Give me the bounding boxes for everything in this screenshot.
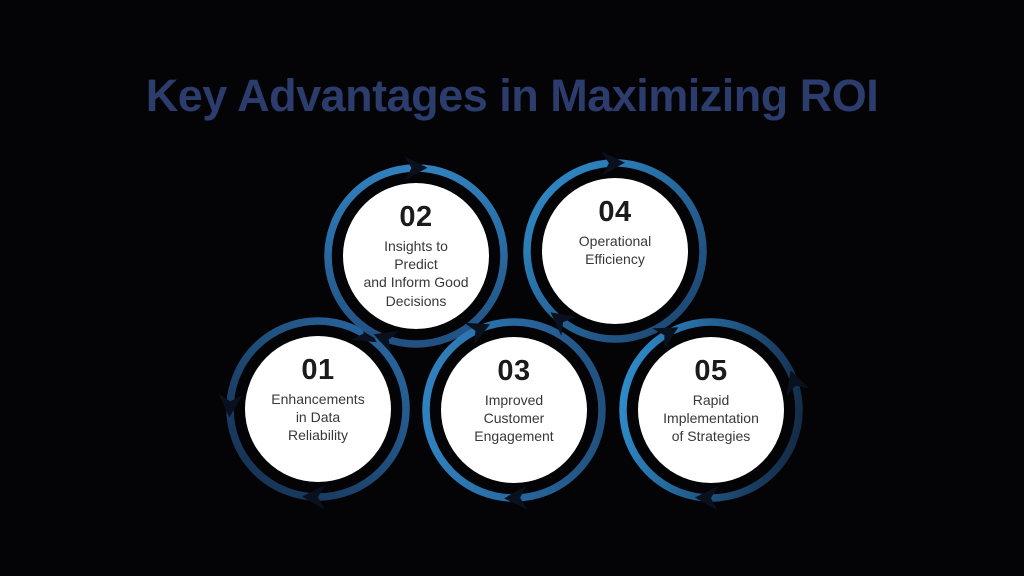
advantage-node-05: 05 Rapid Implementation of Strategies (606, 305, 816, 515)
arrowhead-icon (504, 485, 528, 510)
cycle-arrows-icon (422, 318, 606, 510)
advantage-node-01: 01 Enhancements in Data Reliability (213, 304, 423, 514)
arrowhead-icon (601, 151, 625, 176)
arrowhead-icon (404, 156, 428, 181)
cycle-arrows-icon (619, 318, 810, 511)
arrowhead-icon (373, 330, 400, 354)
circle-card: 01 Enhancements in Data Reliability (245, 336, 391, 482)
advantage-node-03: 03 Improved Customer Engagement (409, 305, 619, 515)
advantage-node-02: 02 Insights to Predict and Inform Good D… (311, 151, 521, 361)
arrowhead-icon (694, 486, 719, 511)
arrowhead-icon (301, 485, 326, 510)
page-title: Key Advantages in Maximizing ROI (145, 70, 879, 121)
arrowhead-icon (652, 327, 679, 350)
step-number: 02 (399, 201, 433, 233)
step-number: 01 (301, 354, 335, 386)
arrowhead-icon (786, 370, 810, 397)
arrowhead-icon (550, 312, 577, 336)
circle-card: 02 Insights to Predict and Inform Good D… (343, 183, 489, 329)
step-label: Enhancements in Data Reliability (271, 391, 365, 444)
step-label: Rapid Implementation of Strategies (663, 392, 759, 445)
circle-card: 04 Operational Efficiency (542, 178, 688, 324)
step-number: 04 (598, 196, 632, 228)
circle-card: 05 Rapid Implementation of Strategies (638, 337, 784, 483)
step-label: Operational Efficiency (578, 233, 652, 268)
step-number: 05 (694, 355, 728, 387)
arrowhead-icon (464, 322, 491, 345)
cycle-arrows-icon (523, 151, 707, 343)
ring-circle (619, 318, 803, 502)
circle-card: 03 Improved Customer Engagement (441, 337, 587, 483)
advantage-node-04: 04 Operational Efficiency (510, 146, 720, 356)
cycle-arrows-icon (324, 156, 508, 354)
step-label: Insights to Predict and Inform Good Deci… (363, 238, 469, 309)
step-number: 03 (497, 355, 531, 387)
arrowhead-icon (218, 393, 243, 418)
step-label: Improved Customer Engagement (474, 392, 554, 445)
